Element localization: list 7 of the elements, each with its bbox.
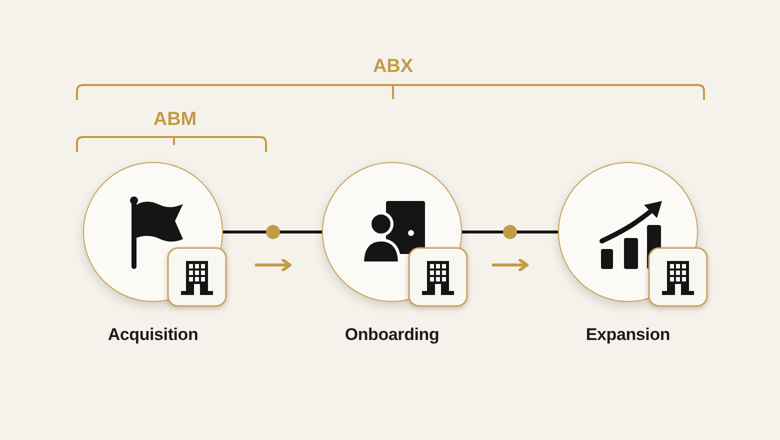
connector-line [462, 230, 558, 234]
connector-line [223, 230, 322, 234]
stage-label: Onboarding [344, 325, 440, 345]
stage-label: Acquisition [108, 325, 198, 345]
bracket-label: ABX [372, 56, 414, 78]
bracket-label: ABM [153, 109, 197, 131]
stage-label: Expansion [586, 325, 670, 345]
